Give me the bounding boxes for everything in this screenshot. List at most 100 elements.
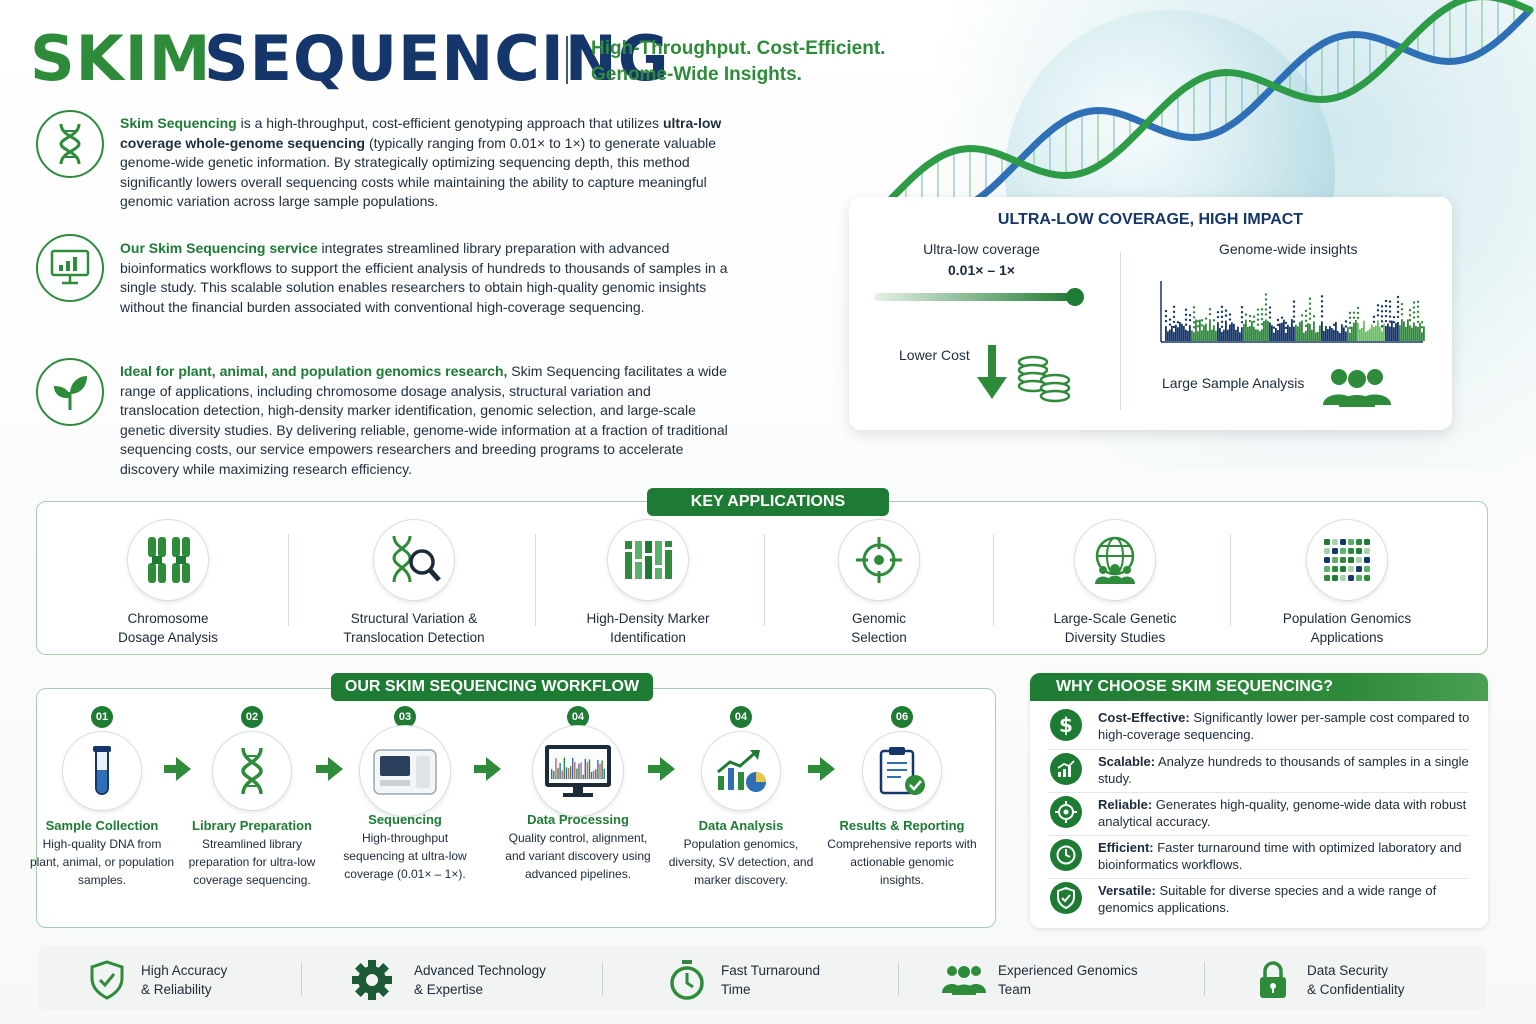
step-title: Results & Reporting (839, 818, 965, 833)
application-label-1b: Dosage Analysis (118, 629, 218, 645)
coverage-range: 0.01× – 1× (948, 262, 1015, 278)
clipboard-check-icon (863, 732, 941, 810)
application-divider (288, 534, 289, 626)
workflow-step-4: 04 Data Processing Quality control, alig… (503, 706, 653, 883)
step-description: Population genomics, diversity, SV detec… (668, 837, 814, 887)
footer-label-line2: Team (998, 982, 1032, 997)
dollar-icon: $ (1050, 709, 1082, 741)
lock-icon (1251, 960, 1295, 1000)
key-applications-title: KEY APPLICATIONS (647, 488, 889, 516)
step-title: Library Preparation (192, 818, 312, 833)
growth-chart-icon (1050, 753, 1082, 785)
arrow-right-icon (164, 757, 191, 781)
gear-icon (350, 960, 394, 1000)
monitor-icon (533, 726, 623, 816)
why-item-bold: Efficient: (1098, 840, 1154, 855)
step-number: 01 (91, 706, 113, 728)
intro-bold-1: ultra-low coverage whole-genome sequenci… (120, 115, 722, 151)
workflow-panel (36, 688, 996, 928)
step-description: High-quality DNA from plant, animal, or … (29, 837, 175, 887)
marker-bars-icon (608, 520, 688, 600)
intro-paragraph-2: Our Skim Sequencing service integrates s… (120, 239, 730, 317)
chromosome-icon (128, 520, 208, 600)
why-item-text: Suitable for diverse species and a wide … (1098, 883, 1437, 915)
target-icon (839, 520, 919, 600)
why-item-text: Significantly lower per-sample cost comp… (1098, 710, 1470, 742)
footer-label-line1: Experienced Genomics (998, 963, 1138, 978)
step-title: Sequencing (368, 812, 442, 827)
step-number: 04 (730, 706, 752, 728)
coverage-card-title: ULTRA-LOW COVERAGE, HIGH IMPACT (997, 211, 1304, 228)
step-title: Data Analysis (698, 818, 784, 833)
footer-label-line1: Data Security (1307, 963, 1389, 978)
footer-divider (898, 962, 899, 996)
application-label-4a: Genomic (851, 611, 907, 626)
large-sample-label: Large Sample Analysis (1162, 375, 1305, 391)
intro-text-1b: (typically ranging from 0.01× to 1×) to … (120, 134, 717, 210)
coverage-slider-track (874, 293, 1074, 301)
application-label-3b: Identification (610, 629, 686, 645)
intro-lead-1: Skim Sequencing (120, 115, 237, 131)
why-item-versatile: Versatile: Suitable for diverse species … (1048, 880, 1478, 922)
step-title: Data Processing (527, 812, 629, 827)
step-number: 02 (241, 706, 263, 728)
team-icon (942, 960, 986, 1000)
target-icon (1050, 796, 1082, 828)
application-label-2b: Translocation Detection (343, 629, 485, 645)
step-number: 04 (567, 706, 589, 728)
footer-label-line2: & Confidentiality (1307, 982, 1405, 997)
footer-divider (602, 962, 603, 996)
why-choose-panel: WHY CHOOSE SKIM SEQUENCING? $ Cost-Effec… (1030, 673, 1488, 928)
genome-wide-plot (1160, 281, 1425, 343)
dna-magnifier-icon (374, 520, 454, 600)
why-divider (1048, 749, 1468, 750)
workflow-step-5: 04 Data Analysis Population genomics, di… (666, 706, 816, 889)
footer-divider (1204, 962, 1205, 996)
footer-label-line1: Fast Turnaround (721, 963, 821, 978)
tagline: High-Throughput. Cost-Efficient. Genome-… (591, 36, 885, 88)
application-label-6a: Population Genomics (1282, 611, 1412, 626)
why-item-text: Faster turnaround time with optimized la… (1098, 840, 1462, 872)
arrow-right-icon (474, 757, 501, 781)
why-item-bold: Cost-Effective: (1098, 710, 1190, 725)
shield-check-icon (85, 960, 129, 1000)
workflow-step-2: 02 Library Preparation Streamlined libra… (177, 706, 327, 889)
title-skim: SKIM (30, 22, 212, 95)
clock-icon (1050, 839, 1082, 871)
workflow-step-6: 06 Results & Reporting Comprehensive rep… (827, 706, 977, 889)
application-label-5b: Diversity Studies (1064, 629, 1166, 645)
coverage-card: ULTRA-LOW COVERAGE, HIGH IMPACT Ultra-lo… (849, 197, 1452, 430)
analysis-chart-icon (702, 732, 780, 810)
step-description: Quality control, alignment, and variant … (505, 831, 651, 881)
tagline-line-2: Genome-Wide Insights. (591, 64, 802, 85)
coverage-card-divider (1120, 252, 1121, 410)
why-item-text: Generates high-quality, genome-wide data… (1098, 797, 1467, 829)
arrow-right-icon (648, 757, 675, 781)
dna-icon (36, 110, 104, 178)
step-number: 06 (891, 706, 913, 728)
why-item-reliable: Reliable: Generates high-quality, genome… (1048, 794, 1478, 836)
stopwatch-icon (665, 960, 709, 1000)
sequencer-icon (360, 726, 450, 816)
application-label-6b: Applications (1310, 629, 1384, 645)
dna-helix-image (886, 0, 1534, 218)
intro-text-2a: integrates streamlined library preparati… (120, 240, 728, 315)
footer-divider (301, 962, 302, 996)
svg-text:$: $ (1059, 714, 1073, 736)
application-label-3a: High-Density Marker (586, 611, 710, 626)
step-title: Sample Collection (45, 818, 159, 833)
why-item-text: Analyze hundreds to thousands of samples… (1098, 754, 1469, 786)
footer-label-line2: Time (721, 982, 751, 997)
application-label-1a: Chromosome (127, 611, 209, 626)
application-divider (993, 534, 994, 626)
arrow-right-icon (808, 757, 835, 781)
workflow-step-3: 03 Sequencing High-throughput sequencing… (330, 706, 480, 883)
coverage-label: Ultra-low coverage (923, 241, 1040, 257)
why-item-cost-effective: $ Cost-Effective: Significantly lower pe… (1048, 707, 1478, 749)
plant-icon (36, 358, 104, 426)
